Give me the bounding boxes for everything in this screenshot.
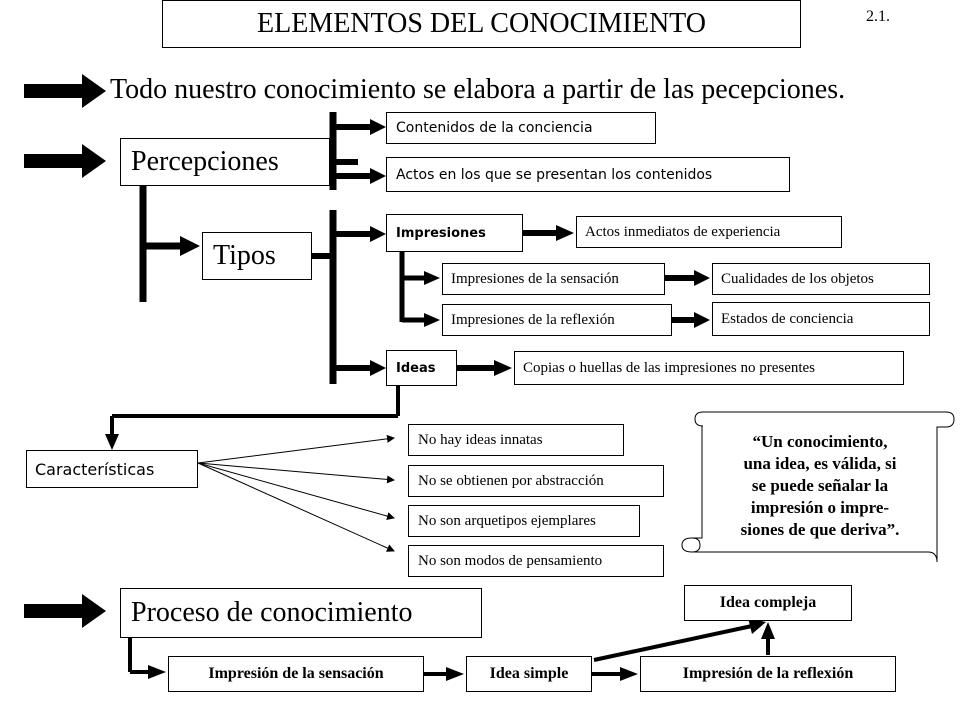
- block-arrow-intro: [24, 74, 106, 108]
- sensacion-label: Impresiones de la sensación: [451, 270, 619, 287]
- percepciones-label: Percepciones: [131, 146, 279, 177]
- caracteristica-item-3: No son arquetipos ejemplares: [408, 505, 640, 537]
- tipos-bracket: [312, 210, 370, 384]
- caracteristicas-label: Características: [35, 459, 155, 479]
- ideas-label: Ideas: [396, 360, 436, 376]
- percepciones-to-tipos: [139, 186, 180, 302]
- proceso-connectors: [128, 638, 150, 674]
- scroll-banner: [681, 411, 955, 563]
- caracteristicas-fan: [197, 434, 395, 552]
- sensacion-desc: Cualidades de los objetos: [721, 270, 874, 287]
- slide-number: 2.1.: [866, 8, 890, 25]
- page-title: ELEMENTOS DEL CONOCIMIENTO: [256, 8, 706, 39]
- quote-text: “Un conocimiento, una idea, es válida, s…: [702, 431, 938, 541]
- quote-line: siones de que deriva”.: [740, 520, 900, 539]
- step-impresion-reflexion: Impresión de la reflexión: [640, 656, 896, 692]
- quote-line: una idea, es válida, si: [743, 454, 897, 473]
- percepciones-box: Percepciones: [120, 138, 330, 186]
- step-idea-simple: Idea simple: [466, 656, 592, 692]
- impresiones-desc: Actos inmediatos de experiencia: [585, 223, 781, 240]
- caracteristica-item-1: No hay ideas innatas: [408, 424, 624, 456]
- reflexion-label: Impresiones de la reflexión: [451, 311, 615, 328]
- step-idea-compleja: Idea compleja: [684, 585, 852, 621]
- impresiones-box: Impresiones: [386, 214, 523, 252]
- impresiones-sub-bracket: [399, 252, 426, 323]
- step-label: Idea simple: [489, 665, 569, 682]
- quote-line: impresión o impre-: [750, 498, 890, 517]
- title-box: ELEMENTOS DEL CONOCIMIENTO: [162, 0, 801, 48]
- caracteristica-text: No hay ideas innatas: [418, 431, 543, 448]
- quote-line: se puede señalar la: [751, 476, 889, 495]
- ideas-box: Ideas: [386, 350, 457, 386]
- caracteristica-text: No se obtienen por abstracción: [418, 472, 604, 489]
- intro-sentence: Todo nuestro conocimiento se elabora a p…: [110, 74, 846, 105]
- step-label: Impresión de la sensación: [208, 665, 384, 682]
- tipos-box: Tipos: [202, 232, 312, 280]
- caracteristica-item-2: No se obtienen por abstracción: [408, 465, 664, 497]
- sensacion-desc-box: Cualidades de los objetos: [712, 263, 930, 295]
- quote-line: “Un conocimiento,: [752, 432, 888, 451]
- caracteristica-item-4: No son modos de pensamiento: [408, 545, 664, 577]
- ideas-desc-box: Copias o huellas de las impresiones no p…: [514, 351, 904, 385]
- actos-label: Actos en los que se presentan los conten…: [396, 166, 713, 183]
- percepciones-bracket: [329, 112, 370, 190]
- sensacion-box: Impresiones de la sensación: [442, 263, 665, 295]
- caracteristica-text: No son arquetipos ejemplares: [418, 512, 596, 529]
- reflexion-box: Impresiones de la reflexión: [442, 304, 672, 336]
- contenidos-label: Contenidos de la conciencia: [396, 120, 593, 136]
- contenidos-box: Contenidos de la conciencia: [386, 112, 656, 144]
- step-label: Idea compleja: [719, 594, 817, 611]
- tipos-label: Tipos: [213, 240, 276, 271]
- step-impresion-sensacion: Impresión de la sensación: [168, 656, 424, 692]
- block-arrow-proceso: [24, 594, 106, 628]
- reflexion-desc-box: Estados de conciencia: [712, 302, 930, 336]
- actos-box: Actos en los que se presentan los conten…: [386, 157, 790, 192]
- proceso-label: Proceso de conocimiento: [131, 597, 413, 628]
- ideas-to-caracteristicas: [110, 386, 400, 436]
- caracteristica-text: No son modos de pensamiento: [418, 552, 603, 569]
- proceso-box: Proceso de conocimiento: [120, 588, 482, 638]
- reflexion-desc: Estados de conciencia: [721, 310, 854, 327]
- caracteristicas-box: Características: [26, 450, 198, 488]
- impresiones-label: Impresiones: [396, 225, 486, 241]
- impresiones-desc-box: Actos inmediatos de experiencia: [576, 216, 842, 248]
- step-label: Impresión de la reflexión: [682, 665, 854, 682]
- block-arrow-percepciones: [24, 144, 106, 178]
- ideas-desc: Copias o huellas de las impresiones no p…: [523, 359, 816, 376]
